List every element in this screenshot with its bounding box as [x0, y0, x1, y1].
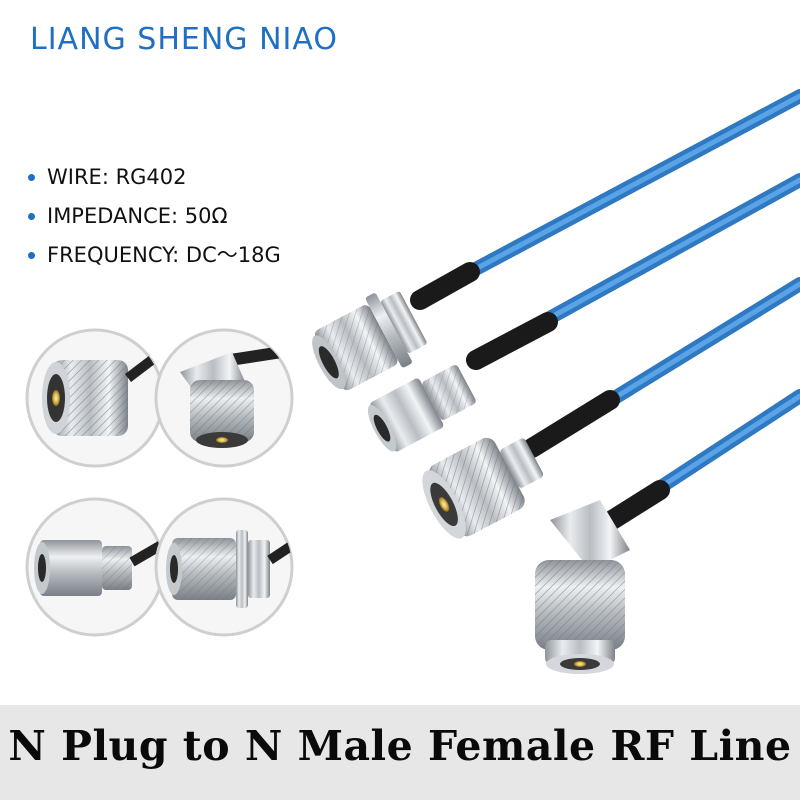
closeup-bulkhead [154, 497, 294, 637]
product-title: N Plug to N Male Female RF Line [8, 722, 792, 770]
closeup-circles [25, 328, 294, 637]
closeup-female-jack [25, 497, 165, 637]
spec-item-wire: WIRE: RG402 [28, 158, 281, 197]
connector-female [367, 365, 476, 452]
connector-bulkhead [312, 291, 427, 391]
spec-item-impedance: IMPEDANCE: 50Ω [28, 197, 281, 236]
spec-list: WIRE: RG402 IMPEDANCE: 50Ω FREQUENCY: DC… [28, 158, 281, 275]
brand-title: LIANG SHENG NIAO [30, 22, 338, 57]
bullet-icon [28, 174, 35, 181]
product-photo [25, 89, 800, 674]
closeup-male-plug [25, 328, 165, 468]
closeup-right-angle [154, 328, 294, 468]
title-banner [0, 705, 800, 800]
connector-right-angle [535, 500, 630, 674]
bullet-icon [28, 252, 35, 259]
bullet-icon [28, 213, 35, 220]
connector-male [422, 437, 544, 539]
spec-item-frequency: FREQUENCY: DC～18G [28, 236, 281, 275]
